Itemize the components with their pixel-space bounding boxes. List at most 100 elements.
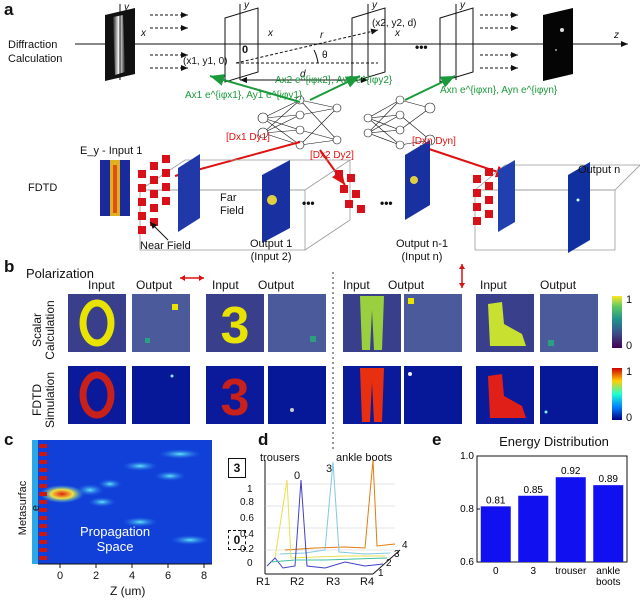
d-ztick-4: 4 xyxy=(402,540,408,551)
cbar2-tick-top: 1 xyxy=(626,366,633,378)
bar-value-label-3: 0.89 xyxy=(599,474,619,485)
header-input-4: Input xyxy=(480,278,507,292)
d-ztick-2: 2 xyxy=(386,558,392,569)
panel-b-label: b xyxy=(4,257,15,276)
panel-a-diagram xyxy=(75,4,640,253)
fdtd-label: FDTD xyxy=(28,182,58,194)
ellipsis-top: ••• xyxy=(415,40,428,54)
axis-x-label-3: x xyxy=(395,28,400,39)
y-tick-label: 0.8 xyxy=(460,504,474,515)
d-ytick-04: 0.4 xyxy=(240,529,254,540)
box-zero: 0 xyxy=(228,530,246,550)
red-d2-label: [Dx2 Dy2] xyxy=(310,150,354,161)
axis-x-label: x xyxy=(141,28,146,39)
c-xlabel: Z (um) xyxy=(110,584,146,598)
polarization-label: Polarization xyxy=(26,266,94,281)
d-xtick-r4: R4 xyxy=(360,576,375,588)
c-xtick-8: 8 xyxy=(201,570,208,582)
bar-value-label-0: 0.81 xyxy=(486,495,506,506)
coord-dst: (x2, y2, d) xyxy=(372,18,417,29)
axis-z-label: z xyxy=(614,30,619,41)
output-n-label: Output n xyxy=(578,164,621,176)
neural-network-icon xyxy=(257,95,436,150)
e-chart-title: Energy Distribution xyxy=(499,434,609,449)
d-ytick-02: 0.2 xyxy=(240,544,254,555)
d-ztick-3: 3 xyxy=(394,549,400,560)
header-output-1: Output xyxy=(136,278,173,292)
metasurface-label: Metasurfac e xyxy=(17,480,42,536)
cbar1-tick-top: 1 xyxy=(626,294,633,306)
d-zero-label: 0 xyxy=(294,470,301,482)
c-xtick-2: 2 xyxy=(93,570,100,582)
category-label-1: 3 xyxy=(530,566,536,577)
category-label-0: 0 xyxy=(493,566,499,577)
cbar1-tick-bottom: 0 xyxy=(626,340,633,352)
coord-src: (x1, y1, 0) xyxy=(183,56,228,67)
d-three-label: 3 xyxy=(326,463,333,475)
header-output-2: Output xyxy=(258,278,295,292)
theta-label: θ xyxy=(322,50,328,61)
ellipsis-fdtd-1: ••• xyxy=(302,196,315,210)
y-tick-label: 0.6 xyxy=(460,557,474,568)
input-ey-label: E_y - Input 1 xyxy=(80,145,143,157)
panel-d-label: d xyxy=(258,430,269,449)
green-right-label: Axn e^{iφxn}, Ayn e^{iφyn} xyxy=(440,85,558,96)
origin-zero-label: 0 xyxy=(242,44,249,56)
output-n1-label: Output n-1 (Input n) xyxy=(396,238,448,263)
panel-d-plot xyxy=(264,459,401,575)
polarization-arrows xyxy=(180,264,465,288)
header-input-2: Input xyxy=(212,278,239,292)
d-ztick-1: 1 xyxy=(378,568,384,579)
svg-text:3: 3 xyxy=(221,369,250,427)
bar-2 xyxy=(555,477,586,562)
red-dn-label: [Dxn Dyn] xyxy=(412,136,456,147)
red-d1-label: [Dx1 Dy1] xyxy=(226,132,270,143)
panel-e-label: e xyxy=(432,430,442,449)
axis-x-label-2: x xyxy=(268,28,273,39)
r-label: r xyxy=(320,30,324,41)
c-xtick-4: 4 xyxy=(129,570,136,582)
d-xtick-r2: R2 xyxy=(290,576,305,588)
category-label-2: trouser xyxy=(555,566,587,577)
propagation-label: Propagation Space xyxy=(80,524,151,554)
bar-0 xyxy=(480,506,511,562)
axis-y-label: y xyxy=(124,2,129,13)
ellipsis-fdtd-2: ••• xyxy=(380,196,393,210)
c-xtick-6: 6 xyxy=(165,570,172,582)
y-tick-label: 1.0 xyxy=(460,451,474,462)
box-three: 3 xyxy=(228,458,246,478)
panel-c-field xyxy=(32,440,212,568)
d-trousers-label: trousers xyxy=(260,452,300,464)
header-output-4: Output xyxy=(540,278,577,292)
output1-label: Output 1 (Input 2) xyxy=(250,238,293,263)
panel-b-images: 3 3 xyxy=(68,272,622,450)
near-field-label: Near Field xyxy=(140,240,191,252)
input-ey-image xyxy=(100,160,130,216)
energy-bar-chart: 1.0 0.8 0.6 0.81 0 0.85 3 0.92 trouser 0.89 ankleb… xyxy=(460,451,628,588)
axis-y-label-4: y xyxy=(460,0,465,11)
d-xtick-r3: R3 xyxy=(326,576,341,588)
bar-1 xyxy=(518,495,549,562)
category-label-3: ankle xyxy=(596,566,620,577)
svg-text:3: 3 xyxy=(221,297,250,355)
d-xtick-r1: R1 xyxy=(256,576,271,588)
bar-value-label-2: 0.92 xyxy=(561,466,581,477)
diffraction-calculation-label: Diffraction Calculation xyxy=(8,39,63,65)
green-mid-label: Ax2 e^{iφx2}, Ay2 e^{iφy2} xyxy=(275,75,393,86)
bar-value-label-1: 0.85 xyxy=(524,485,544,496)
panel-a-label: a xyxy=(4,0,14,19)
d-ytick-0: 0 xyxy=(247,558,253,569)
d-ankle-boots-label: ankle boots xyxy=(336,452,393,464)
d-label: d xyxy=(300,69,306,80)
d-ytick-06: 0.6 xyxy=(240,513,254,524)
header-input-1: Input xyxy=(88,278,115,292)
category-label-3: boots xyxy=(596,577,620,588)
bar-3 xyxy=(593,485,624,562)
header-input-3: Input xyxy=(343,278,370,292)
cbar2-tick-bottom: 0 xyxy=(626,412,633,424)
header-output-3: Output xyxy=(388,278,425,292)
far-field-label: Far Field xyxy=(220,192,244,217)
d-ytick-1: 1 xyxy=(247,484,253,495)
axis-y-label-2: y xyxy=(244,0,249,11)
green-left-label: Ax1 e^{iφx1}, Ay1 e^{iφy1} xyxy=(185,90,303,101)
